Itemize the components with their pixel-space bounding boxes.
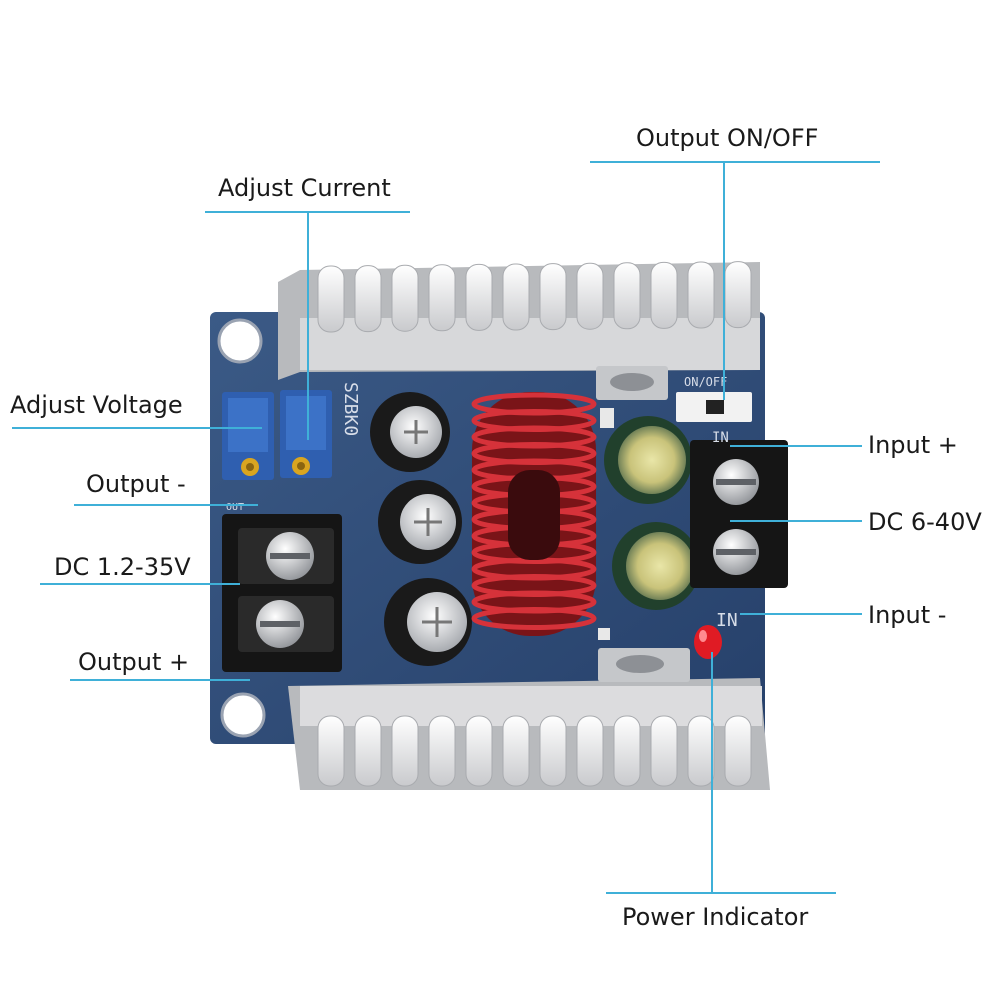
- out-mark: OUT: [226, 502, 244, 513]
- capacitor-input-1: [604, 416, 692, 504]
- board-model-mark: SZBK0: [340, 382, 361, 436]
- output-screw-top: [266, 532, 314, 580]
- label-power-indicator: Power Indicator: [622, 903, 809, 931]
- capacitor-input-2: [612, 522, 700, 610]
- label-output-on-off: Output ON/OFF: [636, 124, 819, 152]
- mounting-hole-bottom-left: [220, 692, 266, 738]
- leader-lines: [12, 161, 880, 894]
- heatsink-fin: [613, 715, 641, 787]
- label-dc-in-range: DC 6-40V: [868, 508, 982, 536]
- output-switch: [676, 392, 752, 422]
- in-mark-bottom: IN: [716, 610, 738, 631]
- label-adjust-current: Adjust Current: [218, 174, 391, 202]
- heatsink-fin: [391, 264, 419, 332]
- mounting-hole-top-left: [217, 318, 263, 364]
- mosfet-bottom: [598, 648, 690, 682]
- heatsink-fin: [354, 715, 382, 787]
- heatsink-fin: [539, 715, 567, 787]
- label-input-plus: Input +: [868, 431, 958, 459]
- heatsink-fin: [502, 263, 530, 331]
- heatsink-fin: [724, 715, 752, 787]
- coil-winding: [471, 607, 597, 630]
- heatsink-fin: [354, 265, 382, 333]
- heatsink-fin: [428, 715, 456, 787]
- input-screw-top: [713, 459, 759, 505]
- heatsink-fin: [687, 715, 715, 787]
- label-input-minus: Input -: [868, 601, 947, 629]
- heatsink-fin: [576, 262, 604, 330]
- heatsink-fin: [317, 715, 345, 787]
- capacitor-left-3: [384, 578, 472, 666]
- output-terminal-block: [222, 514, 342, 672]
- power-led: [694, 625, 722, 659]
- heatsink-fin: [687, 261, 715, 329]
- label-output-plus: Output +: [78, 648, 190, 676]
- smd-part: [598, 628, 610, 640]
- heatsink-top: [278, 261, 760, 380]
- capacitor-left-1: [370, 392, 450, 472]
- capacitor-left-2: [378, 480, 462, 564]
- potentiometer-current: [280, 390, 332, 478]
- heatsink-fin: [465, 263, 493, 331]
- heatsink-fin: [465, 715, 493, 787]
- heatsink-fin: [539, 263, 567, 331]
- label-adjust-voltage: Adjust Voltage: [10, 391, 183, 419]
- label-output-minus: Output -: [86, 470, 186, 498]
- output-screw-bottom: [256, 600, 304, 648]
- potentiometer-voltage: [222, 392, 274, 480]
- switch-mark: ON/OFF: [684, 375, 727, 389]
- label-dc-out-range: DC 1.2-35V: [54, 553, 191, 581]
- mosfet-top: [596, 366, 668, 400]
- input-screw-bottom: [713, 529, 759, 575]
- heatsink-fin: [613, 262, 641, 330]
- heatsink-fin: [317, 265, 345, 333]
- heatsink-bottom: [288, 678, 770, 790]
- heatsink-fin: [650, 261, 678, 329]
- smd-part: [600, 408, 614, 428]
- input-terminal-block: [690, 440, 788, 588]
- in-mark-top: IN: [712, 430, 729, 446]
- heatsink-fin: [724, 261, 752, 329]
- heatsink-fin: [576, 715, 604, 787]
- heatsink-fin: [428, 264, 456, 332]
- inductor-coil: [471, 392, 597, 636]
- heatsink-fin: [650, 715, 678, 787]
- heatsink-fin: [502, 715, 530, 787]
- heatsink-fin: [391, 715, 419, 787]
